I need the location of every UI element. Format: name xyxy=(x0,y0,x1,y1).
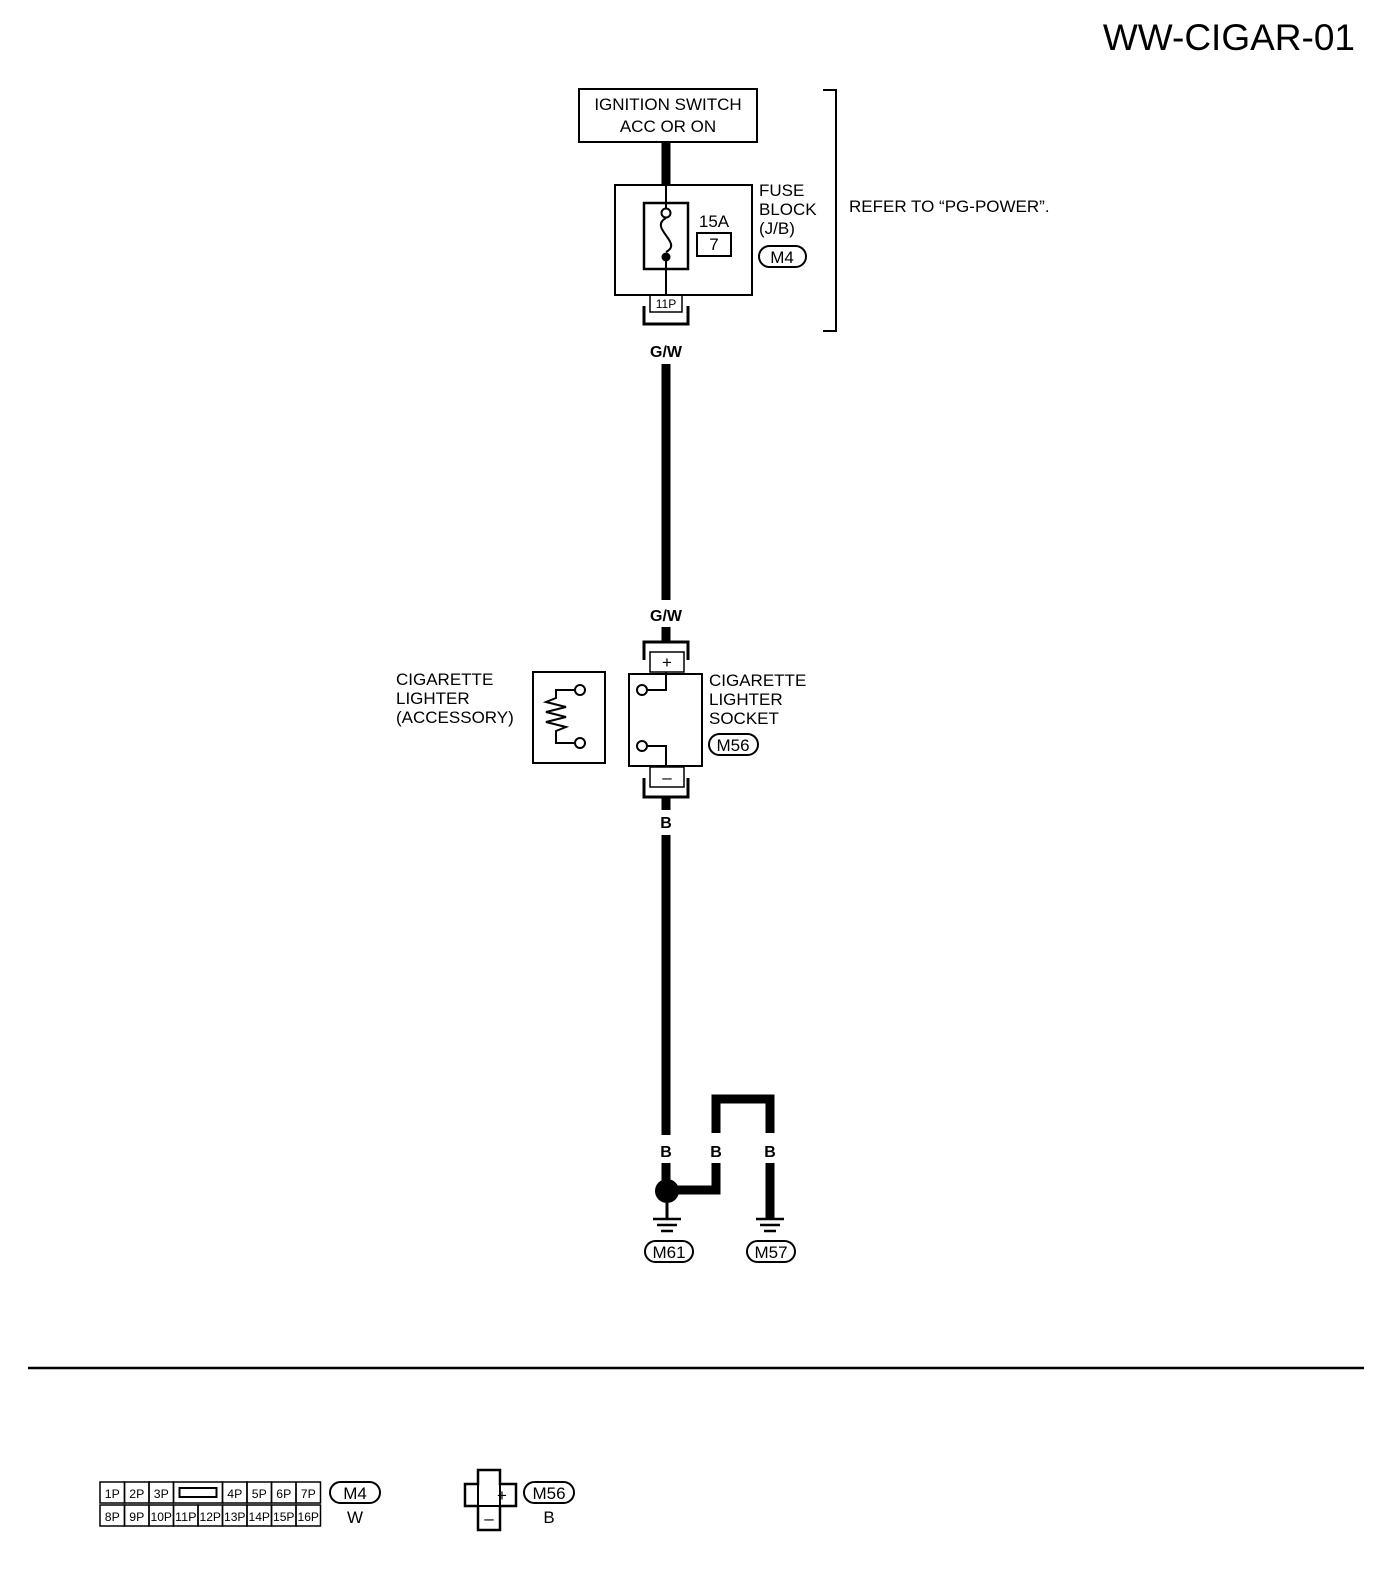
wire-b-splice-loop xyxy=(711,1094,775,1133)
page-id: WW-CIGAR-01 xyxy=(1103,17,1355,58)
connector-pin-label: 2P xyxy=(129,1487,144,1501)
connector-pin-label: 14P xyxy=(249,1510,271,1524)
wire-color-ground: B xyxy=(660,815,672,832)
connector-pin-label: 5P xyxy=(252,1487,267,1501)
accessory-label-line3: (ACCESSORY) xyxy=(396,708,514,727)
connector-m4-id: M4 xyxy=(343,1484,367,1503)
connector-m56-color: B xyxy=(543,1508,554,1527)
socket-plus-terminal: + xyxy=(642,640,690,673)
fuse-block-label-line2: BLOCK xyxy=(759,200,817,219)
fuse-block: 15A 7 xyxy=(614,184,753,296)
connector-pin-label: 12P xyxy=(200,1510,222,1524)
socket-minus-sign: – xyxy=(662,768,672,787)
fuse-block-label-line1: FUSE xyxy=(759,181,804,200)
socket-minus-terminal: – xyxy=(642,766,690,810)
connector-pin-label: 7P xyxy=(301,1487,316,1501)
ground-icon xyxy=(653,1217,681,1233)
connector-view-m56: + – M56 B xyxy=(463,1468,575,1532)
socket-label-line3: SOCKET xyxy=(709,709,779,728)
ignition-switch-line1: IGNITION SWITCH xyxy=(594,95,741,114)
ignition-switch-line2: ACC OR ON xyxy=(620,117,716,136)
socket-connector-id: M56 xyxy=(716,736,749,755)
connector-pin-label: 15P xyxy=(273,1510,295,1524)
fuse-terminal-label: 11P xyxy=(656,297,676,311)
socket-connector-badge: M56 xyxy=(708,733,759,756)
cigarette-lighter-accessory xyxy=(532,671,606,764)
fuse-icon xyxy=(659,217,673,253)
socket-plus-sign: + xyxy=(662,653,672,672)
connector-pin-label: 16P xyxy=(298,1510,320,1524)
accessory-label-line1: CIGARETTE xyxy=(396,670,493,689)
fuse-block-connector-id: M4 xyxy=(770,248,794,267)
connector-key-slot xyxy=(172,1481,224,1504)
socket-label-line1: CIGARETTE xyxy=(709,671,806,690)
connector-m56-plus: + xyxy=(497,1486,507,1505)
wire-color-mid: G/W xyxy=(650,608,683,625)
ground-icon xyxy=(756,1217,784,1233)
refer-bracket xyxy=(823,89,837,332)
splice-point xyxy=(655,1179,679,1203)
socket-label-line2: LIGHTER xyxy=(709,690,783,709)
ground-wire-label-mid: B xyxy=(710,1144,722,1161)
fuse-amperage: 15A xyxy=(699,212,730,231)
wire-color-top: G/W xyxy=(650,344,683,361)
ground-id-m57: M57 xyxy=(754,1243,787,1262)
ground-m61: M61 xyxy=(644,1203,694,1263)
fuse-terminal-11p: 11P xyxy=(642,294,690,326)
connector-m4-color: W xyxy=(347,1508,363,1527)
connector-pin-label: 13P xyxy=(224,1510,246,1524)
connector-pin-label: 4P xyxy=(227,1487,242,1501)
connector-pin-label: 9P xyxy=(129,1510,144,1524)
refer-note: REFER TO “PG-POWER”. xyxy=(849,197,1050,216)
ground-id-m61: M61 xyxy=(652,1243,685,1262)
cigarette-lighter-socket xyxy=(628,672,703,767)
ground-wire-label-left: B xyxy=(660,1144,672,1161)
ground-m57: M57 xyxy=(746,1217,796,1263)
connector-pin-label: 6P xyxy=(276,1487,291,1501)
connector-pin-label: 10P xyxy=(151,1510,173,1524)
connector-pin-label: 1P xyxy=(105,1487,120,1501)
fuse-number: 7 xyxy=(709,235,718,254)
connector-pin-label: 8P xyxy=(105,1510,120,1524)
ground-wire-label-right: B xyxy=(764,1144,776,1161)
fuse-block-label-line3: (J/B) xyxy=(759,219,795,238)
accessory-label-line2: LIGHTER xyxy=(396,689,470,708)
connector-pin-label: 3P xyxy=(154,1487,169,1501)
connector-m56-minus: – xyxy=(484,1509,494,1528)
connector-pin-label: 11P xyxy=(175,1510,197,1524)
connector-m56-id: M56 xyxy=(532,1484,565,1503)
ignition-switch: IGNITION SWITCH ACC OR ON xyxy=(578,88,758,143)
fuse-block-connector-badge: M4 xyxy=(758,245,807,268)
